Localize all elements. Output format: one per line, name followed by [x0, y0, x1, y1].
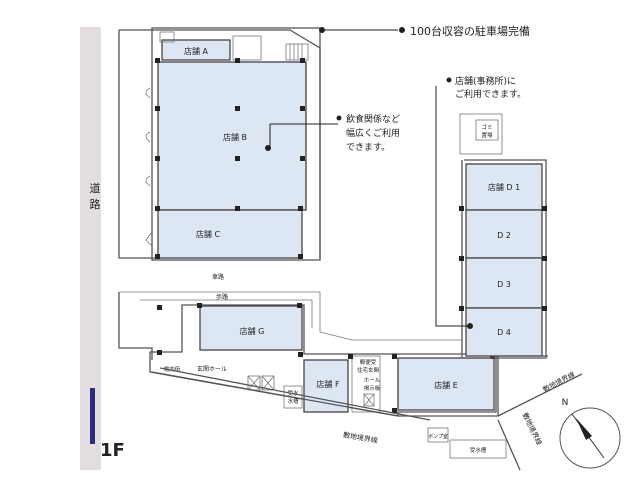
- parking-dot-start: [319, 27, 325, 33]
- store-g-label: 店舗 G: [240, 326, 265, 336]
- store-e-label: 店舗 E: [434, 380, 458, 390]
- boundary-bottom-line: [159, 367, 431, 421]
- store-d2-label: D 2: [497, 231, 511, 240]
- store-d4: [465, 307, 543, 357]
- food-note-line2: 幅広くご利用: [346, 127, 400, 139]
- building-d: [461, 159, 547, 359]
- store-f-label: 店舗 F: [316, 379, 340, 389]
- store-d3-label: D 3: [497, 280, 511, 289]
- store-d2: [465, 209, 543, 259]
- elevator-residential: [363, 393, 375, 407]
- food-note-line3: できます。: [346, 142, 390, 153]
- store-b-pointer-dot: [265, 145, 271, 151]
- garbage-label-2: 置場: [481, 131, 493, 139]
- boundary-right-label: 敷地境界線: [541, 370, 576, 394]
- walkway-inner: [140, 299, 313, 328]
- hall-label: ホール: [364, 377, 381, 384]
- stairs-top: [285, 43, 309, 61]
- walkway-outline: [119, 291, 462, 341]
- store-d4-label: D 4: [497, 328, 511, 337]
- residential-entrance: [351, 355, 381, 413]
- food-note-line1: 飲食関係など: [346, 113, 400, 125]
- office-note-line2: ご利用できます。: [455, 88, 526, 100]
- store-g: [199, 305, 303, 351]
- garbage-label-1: ゴミ: [481, 123, 492, 131]
- boundary-right-lower-label: 敷地境界線: [521, 411, 544, 446]
- site-outline-lower: [118, 292, 153, 360]
- boundary-right-lower-line: [497, 419, 521, 471]
- columns-d: [459, 206, 547, 311]
- bulletin-board-label: 掲示板: [364, 384, 381, 392]
- water-room: [283, 385, 303, 409]
- compass-north-label: N: [562, 398, 569, 408]
- floor-accent-bar: [90, 388, 95, 444]
- site-outline-upper: [118, 30, 155, 259]
- food-bullet: [336, 115, 342, 121]
- upper-building: [151, 27, 321, 261]
- water-room-label-2: 水槽: [287, 397, 299, 405]
- store-c-label: 店舗 C: [196, 229, 221, 239]
- store-e: [397, 357, 495, 411]
- store-b-label: 店舗 B: [223, 132, 247, 142]
- store-d3: [465, 257, 543, 309]
- road-label-2: 路: [90, 198, 101, 211]
- boundary-right-line: [497, 373, 583, 417]
- road-band: [80, 27, 101, 470]
- columns-upper: [155, 58, 305, 259]
- garbage-area: [459, 113, 503, 155]
- store-b: [157, 61, 307, 211]
- floor-label: 1F: [100, 440, 125, 461]
- pump-room: [427, 427, 449, 443]
- parking-bullet: [399, 27, 405, 33]
- store-c: [157, 209, 303, 259]
- store-d1: [465, 163, 543, 211]
- arcade-label: 電内街: [164, 365, 181, 373]
- store-a: [161, 39, 231, 61]
- garbage-room: [475, 119, 499, 141]
- store-a-label: 店舗 A: [184, 46, 209, 56]
- boundary-bottom-label: 敷地境界線: [342, 430, 378, 445]
- office-leader: [435, 86, 470, 327]
- doors-left-upper: [145, 87, 153, 247]
- water-tank: [449, 439, 507, 459]
- compass: N: [559, 398, 621, 469]
- water-tank-label: 受水槽: [470, 446, 487, 454]
- residential-entrance-label: 住宅玄関: [357, 366, 380, 374]
- entrance-hall-label: 玄関ホール: [197, 365, 227, 373]
- store-a-wc: [159, 31, 175, 43]
- office-bullet: [446, 77, 452, 83]
- pump-room-label: ポンプ室: [428, 433, 448, 440]
- store-a-annex: [232, 35, 262, 61]
- walkway-label: 歩路: [216, 293, 228, 301]
- office-note-line1: 店舗(事務所)に: [455, 75, 516, 87]
- parking-note: 100台収容の駐車場完備: [410, 24, 530, 38]
- driveway-label: 車路: [212, 273, 224, 281]
- mailbox-label: 郵便受: [360, 358, 377, 366]
- store-d1-label: 店舗 D 1: [488, 182, 520, 192]
- road-label-1: 道: [90, 181, 101, 195]
